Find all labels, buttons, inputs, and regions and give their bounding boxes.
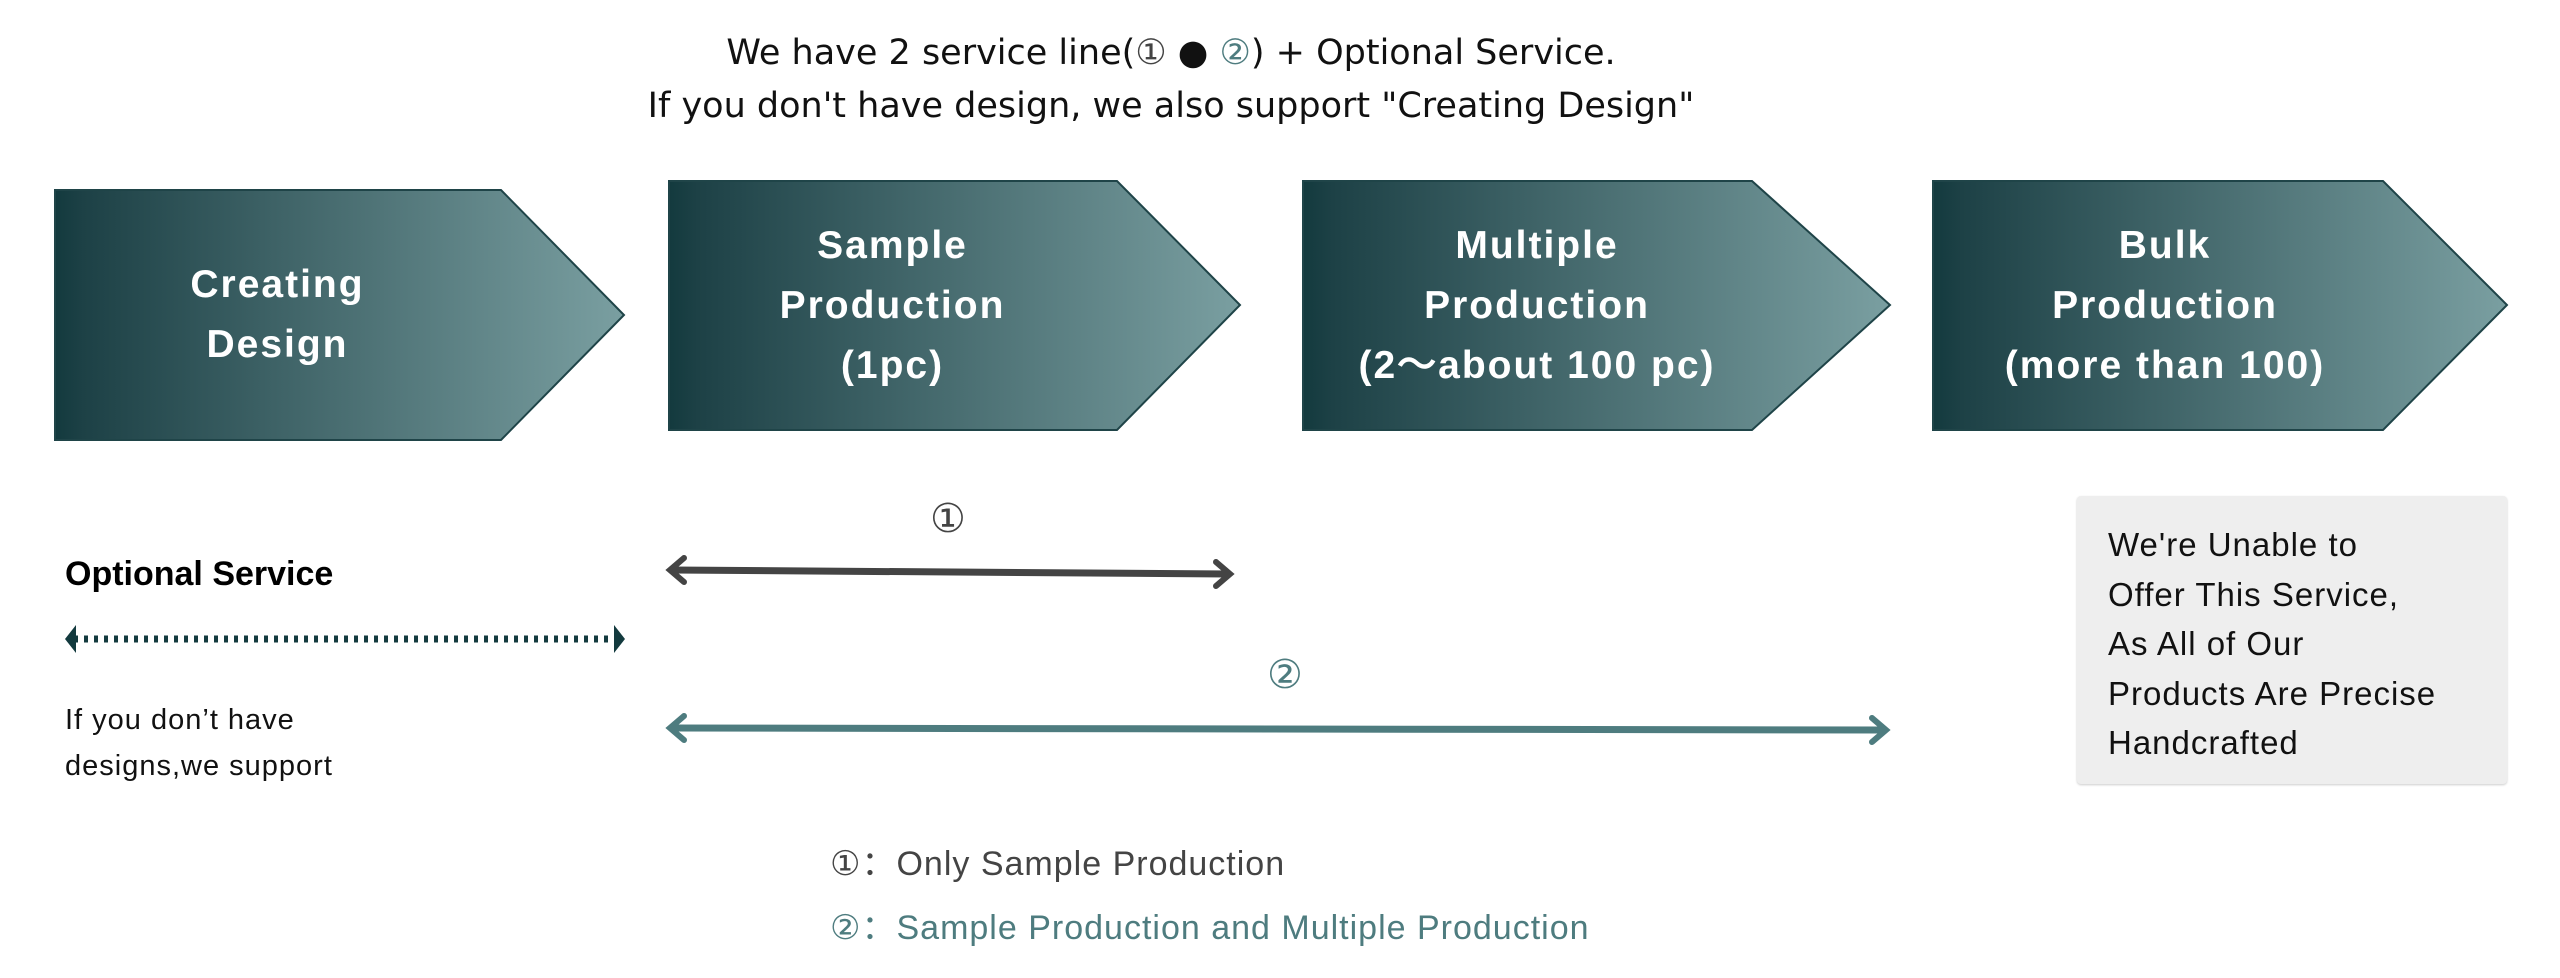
step-label: Production <box>2052 283 2278 327</box>
notice-line: We're Unable to <box>2108 526 2358 563</box>
step-label: Production <box>779 283 1006 327</box>
intro-text: ) + Optional Service. <box>1250 33 1616 73</box>
step-label: Design <box>206 323 349 366</box>
notice-line: Products Are Precise <box>2108 674 2437 712</box>
line-1-arrow <box>665 555 1235 589</box>
optional-desc-line: designs,we support <box>65 750 333 782</box>
marker-1: ① <box>1135 33 1167 73</box>
step-sample-production: Sample Production (1pc) <box>668 180 1242 431</box>
step-label: (more than 100) <box>2004 343 2326 387</box>
legend-item-1: ①：Only Sample Production <box>830 836 1285 885</box>
unavailable-notice: We're Unable to Offer This Service, As A… <box>2077 496 2507 784</box>
step-bulk-production: Bulk Production (more than 100) <box>1932 180 2509 431</box>
chevron-shape <box>1302 180 1892 431</box>
chevron-shape <box>54 189 626 441</box>
step-label: (2～about 100 pc) <box>1358 343 1716 387</box>
chevron-shape <box>668 180 1242 431</box>
intro-line-1: We have 2 service line(① ● ②) + Optional… <box>0 33 2342 73</box>
step-label: Sample <box>817 223 968 267</box>
chevron-shape <box>1932 180 2509 431</box>
line-1-marker: ① <box>930 496 966 542</box>
marker-2: ② <box>1219 33 1251 73</box>
step-label: Creating <box>190 263 365 306</box>
legend-marker: ② <box>830 909 862 947</box>
line-2-marker: ② <box>1267 652 1303 698</box>
separator: ● <box>1166 33 1220 73</box>
step-label: (1pc) <box>840 343 945 387</box>
notice-line: As All of Our <box>2108 625 2305 662</box>
notice-line: Handcrafted <box>2108 724 2299 761</box>
legend-marker: ① <box>830 845 862 883</box>
legend-text: ：Only Sample Production <box>861 845 1286 883</box>
intro-line-2: If you don't have design, we also suppor… <box>647 86 1695 126</box>
step-label: Bulk <box>2118 223 2212 267</box>
optional-desc-line: If you don’t have <box>65 704 295 736</box>
step-label: Production <box>1424 283 1650 327</box>
legend-text: ：Sample Production and Multiple Producti… <box>861 909 1590 947</box>
step-creating-design: Creating Design <box>54 189 626 441</box>
intro-text: We have 2 service line( <box>726 33 1136 73</box>
optional-dotted-arrow <box>65 625 625 653</box>
step-multiple-production: Multiple Production (2～about 100 pc) <box>1302 180 1892 431</box>
optional-description: If you don’t have designs,we support <box>65 697 333 789</box>
legend-item-2: ②：Sample Production and Multiple Product… <box>830 900 1590 949</box>
optional-service-title: Optional Service <box>65 555 334 593</box>
line-2-arrow <box>665 713 1891 745</box>
notice-line: Offer This Service, <box>2108 575 2400 613</box>
step-label: Multiple <box>1455 223 1619 267</box>
